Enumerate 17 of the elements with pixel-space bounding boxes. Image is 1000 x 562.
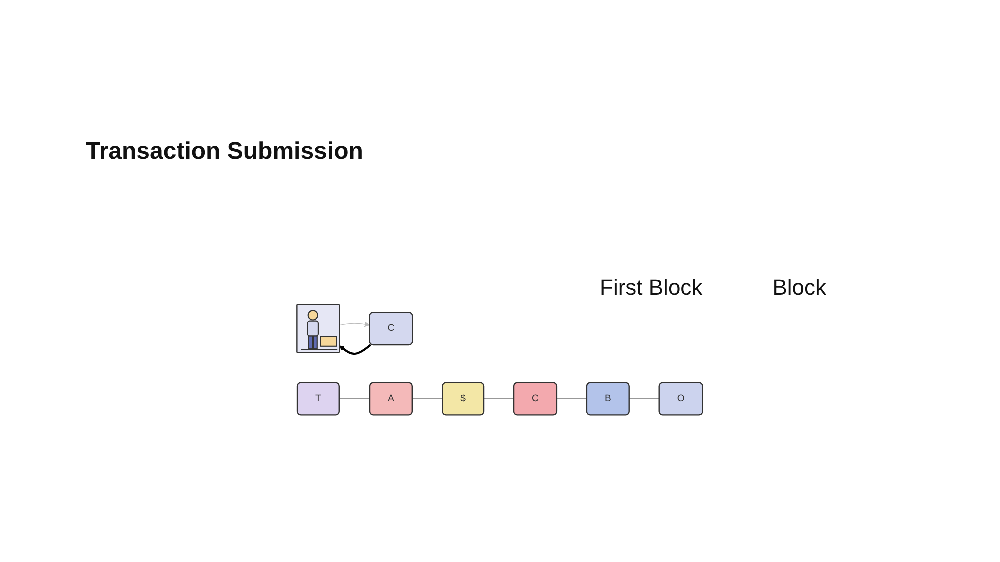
block-box: A: [369, 382, 413, 416]
connector: [339, 398, 370, 400]
connector: [484, 398, 514, 400]
connector: [629, 398, 660, 400]
block-box: O: [658, 382, 704, 416]
block-box: T: [296, 382, 340, 416]
arrow: [339, 322, 370, 328]
message-icon-box: C: [369, 312, 414, 346]
block-box: B: [586, 382, 630, 416]
title: Transaction Submission: [86, 138, 364, 166]
block-box: C: [513, 382, 558, 416]
connector: [556, 398, 588, 400]
block-label: First Block: [600, 275, 703, 301]
connector: [412, 398, 443, 400]
block-label: Block: [772, 275, 826, 301]
block-box: $: [442, 382, 485, 416]
arrow: [340, 344, 372, 356]
